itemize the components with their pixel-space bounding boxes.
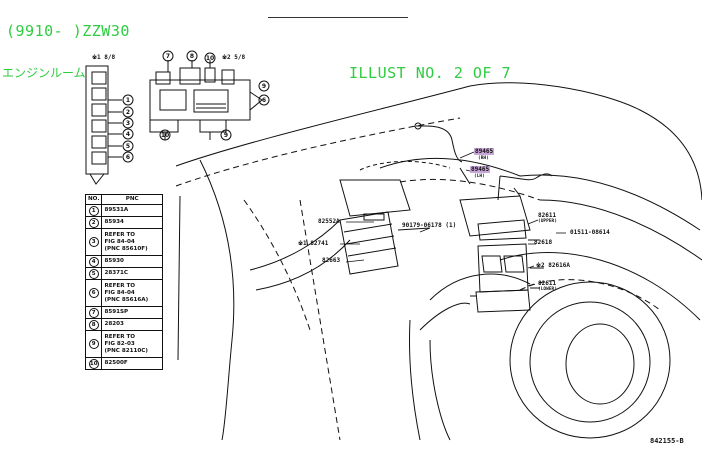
table-row: 5 28371C — [84, 267, 163, 280]
table-header-no: NO. — [84, 194, 103, 205]
callout-8: 8 — [190, 53, 194, 60]
figure-code: 842155-B — [650, 437, 684, 445]
table-row: 4 85930 — [84, 255, 163, 268]
label-89465-rh-sub: (RH) — [478, 156, 489, 161]
label-82741: ※1 82741 — [298, 240, 329, 247]
section-label: エンジンルーム — [2, 66, 86, 80]
callout-9-right: 9 — [262, 83, 266, 90]
car-body-lineart — [175, 82, 702, 441]
header-divider — [268, 17, 408, 18]
label-82611-upper: 82611 — [538, 212, 557, 219]
callout-7: 7 — [166, 53, 170, 60]
callout-1: 1 — [126, 97, 130, 104]
callout-9-bottom: 9 — [224, 132, 228, 139]
callout-5: 5 — [126, 143, 130, 150]
illustration-number: ILLUST NO. 2 OF 7 — [349, 64, 512, 82]
note-2: ※2 5/8 — [222, 54, 246, 61]
model-code-header: (9910- )ZZW30 — [6, 22, 130, 40]
ecu-assembly — [339, 211, 431, 275]
label-82663: 82663 — [322, 257, 341, 264]
label-82611-upper-sub: (UPPER) — [538, 219, 557, 224]
note-1: ※1 8/8 — [92, 54, 116, 61]
label-82611-lower-sub: (LOWER) — [538, 287, 557, 292]
table-row: 7 8591SP — [84, 306, 163, 319]
callout-6-right: 6 — [262, 97, 266, 104]
relay-block-diagram — [85, 65, 122, 185]
callout-circles — [122, 50, 270, 163]
label-89465-lh: 89465 — [470, 166, 491, 173]
callout-10-bottom: 10 — [161, 132, 169, 139]
fuse-box-diagram — [149, 60, 263, 140]
oxygen-sensor-wires — [414, 122, 553, 201]
callout-2: 2 — [126, 109, 130, 116]
table-row: 10 82500F — [84, 357, 163, 370]
label-01511: 01511-08614 — [570, 229, 610, 236]
label-82611-lower: 82611 — [538, 280, 557, 287]
callout-10-top: 10 — [206, 55, 214, 62]
label-82616a: ※2 82616A — [536, 262, 570, 269]
label-90179: 90179-06178 (1) — [402, 222, 457, 229]
table-row: 1 89531A — [84, 204, 163, 217]
label-82552a: 82552A — [318, 218, 340, 225]
table-row: 8 28203 — [84, 318, 163, 331]
callout-6: 6 — [126, 154, 130, 161]
table-header-pnc: PNC — [101, 194, 163, 205]
label-89465-lh-sub: (LH) — [474, 174, 485, 179]
table-row: 2 85934 — [84, 216, 163, 229]
relay-box-assembly — [470, 219, 544, 313]
label-89465-rh: 89465 — [474, 148, 495, 155]
callout-4: 4 — [126, 131, 130, 138]
label-82618: 82618 — [534, 239, 553, 246]
callout-3: 3 — [126, 120, 130, 127]
